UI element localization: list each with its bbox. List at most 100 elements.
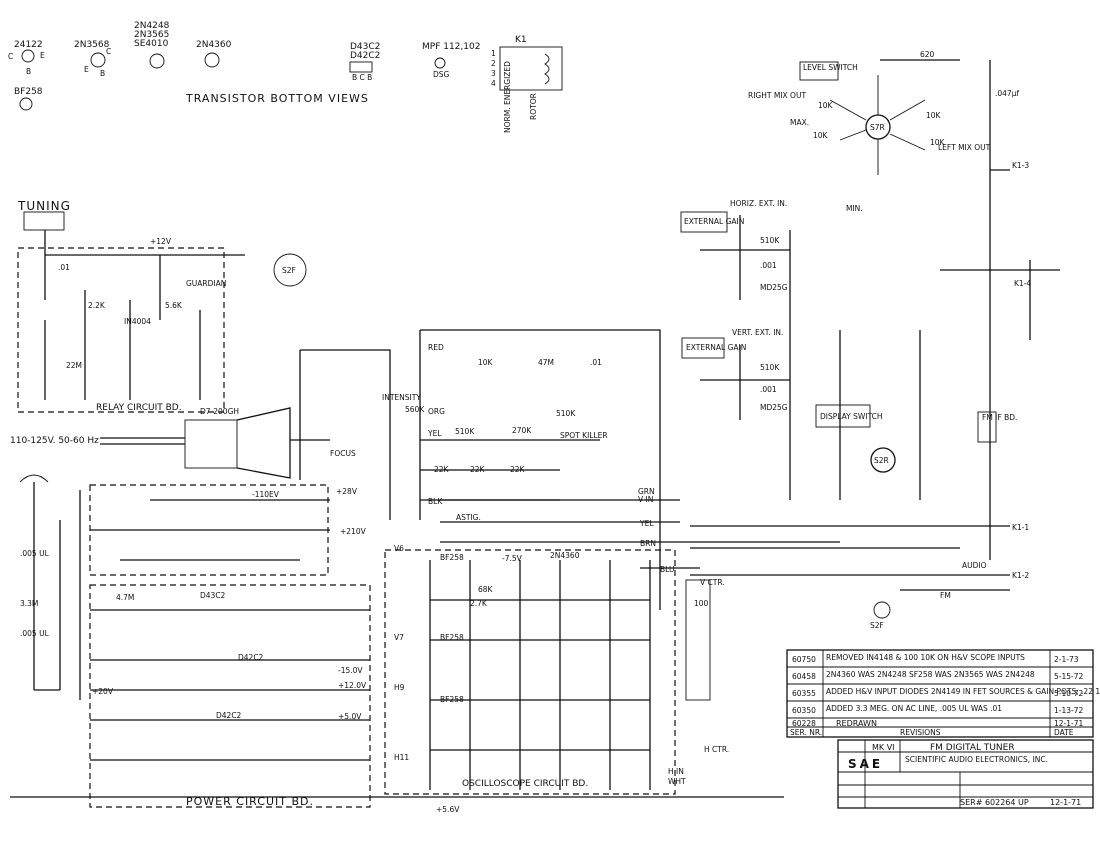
display-switch-box (815, 404, 871, 428)
rev-2-id: 60458 (792, 672, 816, 681)
rev-header-date: DATE (1054, 728, 1074, 737)
product-name: FM DIGITAL TUNER (930, 743, 1015, 753)
svg-text:10K: 10K (813, 131, 829, 140)
horiz-in-label: HORIZ. EXT. IN. (730, 199, 787, 208)
rev-header-rev: REVISIONS (900, 728, 941, 737)
svg-text:22M: 22M (66, 361, 82, 370)
svg-text:3.3M: 3.3M (20, 599, 38, 608)
audio-label: AUDIO (962, 561, 987, 570)
rev-2-text: 2N4360 WAS 2N4248 SF258 WAS 2N3565 WAS 2… (826, 670, 1035, 679)
svg-text:68K: 68K (478, 585, 494, 594)
svg-text:YEL: YEL (427, 429, 442, 438)
svg-text:10K: 10K (926, 111, 942, 120)
v-ctr-pot (685, 579, 711, 701)
svg-text:+5.6V: +5.6V (436, 805, 460, 814)
vert-in-label: VERT. EXT. IN. (732, 328, 783, 337)
ext-gain-label-2: EXTERNAL GAIN (686, 343, 746, 352)
svg-text:YEL: YEL (639, 519, 654, 528)
svg-text:.001: .001 (760, 261, 777, 270)
svg-text:S2R: S2R (874, 456, 889, 465)
svg-text:V7: V7 (394, 633, 404, 642)
svg-text:2.2K: 2.2K (88, 301, 106, 310)
svg-text:RED: RED (428, 343, 444, 352)
svg-text:S2F: S2F (870, 621, 884, 630)
drawn-date: 12-1-71 (1050, 798, 1081, 807)
svg-text:BF258: BF258 (440, 633, 464, 642)
s2f-switch (273, 253, 307, 287)
svg-text:10K: 10K (818, 101, 834, 110)
svg-text:+12V: +12V (150, 237, 172, 246)
company-name: SCIENTIFIC AUDIO ELECTRONICS, INC. (905, 755, 1048, 764)
title-block: MK VI FM DIGITAL TUNER SAE SCIENTIFIC AU… (837, 739, 1094, 809)
svg-text:510K: 510K (455, 427, 475, 436)
svg-text:K1-4: K1-4 (1014, 279, 1031, 288)
pinout-se4010: SE4010 (134, 39, 169, 49)
svg-text:.047μf: .047μf (995, 89, 1019, 98)
svg-text:C: C (106, 47, 111, 56)
h-ctr-label: H CTR. (704, 745, 729, 754)
ext-gain-box-2 (681, 337, 725, 359)
rev-5-date: 12-1-71 (1054, 719, 1083, 728)
intensity-label: INTENSITY (382, 393, 421, 402)
focus-label: FOCUS (330, 449, 356, 458)
svg-text:E: E (84, 65, 89, 74)
svg-text:10K: 10K (478, 358, 494, 367)
pinout-2n3565: 2N3565 (134, 30, 169, 40)
svg-text:S7R: S7R (870, 123, 885, 132)
svg-text:ORG: ORG (428, 407, 445, 416)
revision-table: 60750 REMOVED IN4148 & 100 10K ON H&V SC… (786, 649, 1100, 738)
pinout-d42c2: D42C2 (350, 51, 380, 61)
min-label: MIN. (846, 204, 863, 213)
svg-text:47M: 47M (538, 358, 554, 367)
pinout-bf258: BF258 (14, 87, 43, 97)
rev-2-date: 5-15-72 (1054, 672, 1083, 681)
tuning-meter (23, 211, 65, 231)
svg-text:K1-2: K1-2 (1012, 571, 1029, 580)
supply-label: 110-125V. 50-60 Hz (10, 436, 99, 446)
rev-5-text: REDRAWN (836, 719, 877, 728)
relay-board (17, 247, 225, 413)
svg-text:100: 100 (694, 599, 709, 608)
tuning-label: TUNING (17, 199, 71, 213)
svg-text:K1-3: K1-3 (1012, 161, 1029, 170)
svg-text:GRN: GRN (638, 487, 655, 496)
relay-board-label: RELAY CIRCUIT BD. (96, 403, 182, 413)
svg-text:.005 UL: .005 UL (20, 549, 50, 558)
svg-text:-110EV: -110EV (252, 490, 280, 499)
pinout-mpf: MPF 112,102 (422, 42, 480, 52)
display-switch-rotor (870, 447, 896, 473)
pinout-d43c2: D43C2 (350, 42, 380, 52)
pinout-k1: K1 (515, 35, 527, 45)
svg-text:MD25G: MD25G (760, 283, 788, 292)
crt-socket (184, 419, 238, 469)
rev-1-text: REMOVED IN4148 & 100 10K ON H&V SCOPE IN… (826, 653, 1025, 662)
svg-text:+12.0V: +12.0V (338, 681, 367, 690)
svg-text:D43C2: D43C2 (200, 591, 226, 600)
spot-killer-label: SPOT KILLER (560, 431, 608, 440)
svg-text:+28V: +28V (336, 487, 358, 496)
scope-board (384, 549, 676, 795)
svg-text:5.6K: 5.6K (165, 301, 183, 310)
svg-text:+210V: +210V (340, 527, 367, 536)
fm-if-label: FM IF BD. (982, 413, 1017, 422)
rev-header-ser: SER. NR. (790, 728, 822, 737)
display-switch-label: DISPLAY SWITCH (820, 412, 883, 421)
svg-text:+20V: +20V (92, 687, 114, 696)
svg-text:WHT: WHT (668, 777, 686, 786)
ext-gain-box-1 (680, 211, 728, 233)
svg-text:620: 620 (920, 50, 935, 59)
svg-text:D42C2: D42C2 (238, 653, 264, 662)
svg-text:B: B (26, 67, 31, 76)
pinout-2n3568: 2N3568 (74, 40, 110, 50)
max-label: MAX. (790, 118, 809, 127)
pinout-2n4360: 2N4360 (196, 40, 232, 50)
svg-text:V6: V6 (394, 544, 404, 553)
svg-text:2.7K: 2.7K (470, 599, 488, 608)
sae-logo: SAE (848, 757, 883, 771)
svg-text:4: 4 (491, 79, 496, 88)
rev-4-date: 1-13-72 (1054, 706, 1083, 715)
svg-text:.005 UL: .005 UL (20, 629, 50, 638)
svg-text:BF258: BF258 (440, 695, 464, 704)
svg-text:B C B: B C B (352, 73, 372, 82)
